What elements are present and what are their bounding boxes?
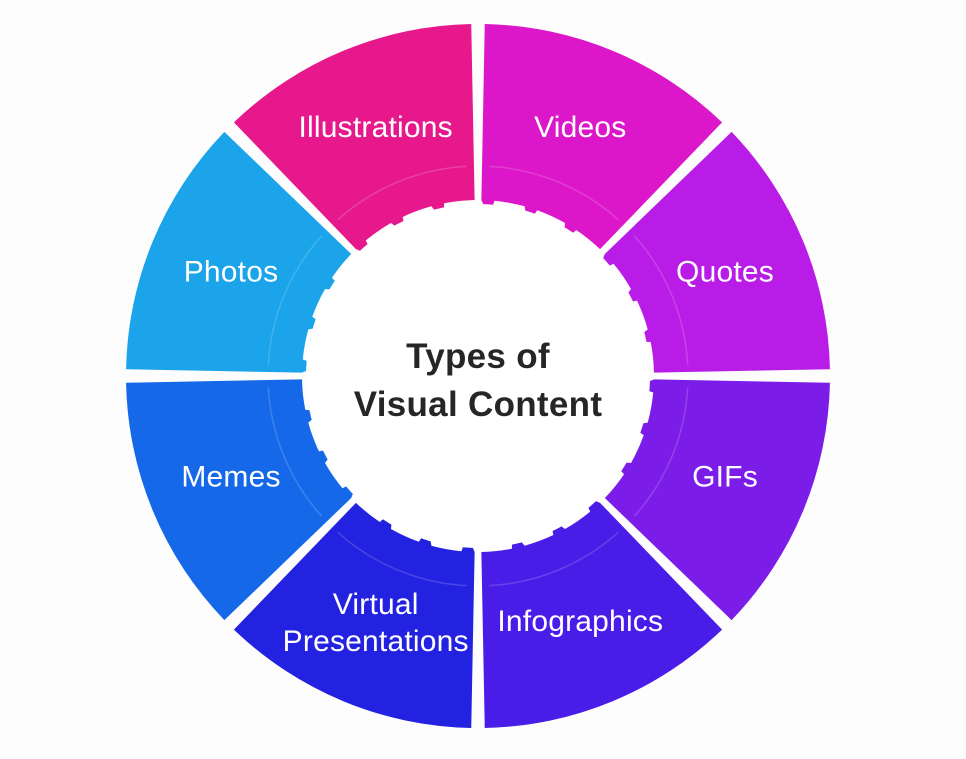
wheel-segment-quotes[interactable] [597, 131, 830, 373]
center-title-line: Visual Content [354, 385, 603, 424]
segment-inner-arc-infographics [489, 531, 619, 587]
segment-shape-virtual-presentations[interactable] [233, 502, 475, 728]
wheel-segment-illustrations[interactable] [233, 24, 475, 257]
segment-shape-memes[interactable] [126, 379, 359, 621]
segment-shape-videos[interactable] [481, 24, 723, 250]
segment-inner-arc-illustrations [337, 165, 467, 221]
segment-inner-arc-gifs [633, 387, 689, 517]
segment-inner-arc-photos [267, 235, 323, 365]
segment-shape-illustrations[interactable] [233, 24, 475, 257]
wheel-segment-photos[interactable] [126, 131, 352, 373]
center-title: Types of Visual Content [354, 337, 603, 424]
segment-shape-gifs[interactable] [604, 379, 830, 621]
wheel-segment-infographics[interactable] [481, 495, 723, 728]
center-title-line: Types of [406, 337, 550, 376]
segment-inner-arc-memes [267, 387, 323, 517]
wheel-center-title: Types of Visual Content [354, 337, 603, 424]
segment-shape-infographics[interactable] [481, 495, 723, 728]
segment-inner-arc-videos [489, 165, 619, 221]
wheel-segments-layer [126, 24, 830, 728]
segment-inner-arc-virtual-presentations [337, 531, 467, 587]
wheel-segment-memes[interactable] [126, 379, 359, 621]
segment-shape-quotes[interactable] [597, 131, 830, 373]
wheel-hub [306, 204, 650, 548]
wheel-hub-layer [306, 204, 650, 548]
wheel-segment-gifs[interactable] [604, 379, 830, 621]
segment-shape-photos[interactable] [126, 131, 352, 373]
wheel-segment-virtual-presentations[interactable] [233, 502, 475, 728]
wheel-segment-videos[interactable] [481, 24, 723, 250]
segment-inner-arc-quotes [633, 235, 689, 365]
